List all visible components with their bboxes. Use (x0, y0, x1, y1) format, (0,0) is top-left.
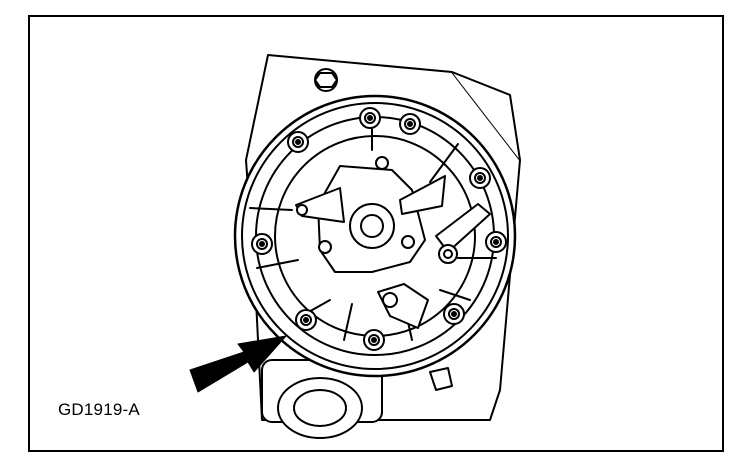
bolt-icon (251, 233, 273, 255)
bolt-icon (363, 329, 385, 351)
bolt-icon (295, 309, 317, 331)
bolt-icon (399, 113, 421, 135)
bolt-icon (443, 303, 465, 325)
bolt-icon (287, 131, 309, 153)
figure-id-label: GD1919-A (58, 400, 140, 419)
bolt-ring (251, 107, 507, 351)
bolt-icon (359, 107, 381, 129)
pointer-arrow-icon (189, 335, 287, 393)
bolt-icon (485, 231, 507, 253)
central-cam (295, 156, 491, 273)
link-arm (377, 244, 458, 329)
bolt-icon (469, 167, 491, 189)
